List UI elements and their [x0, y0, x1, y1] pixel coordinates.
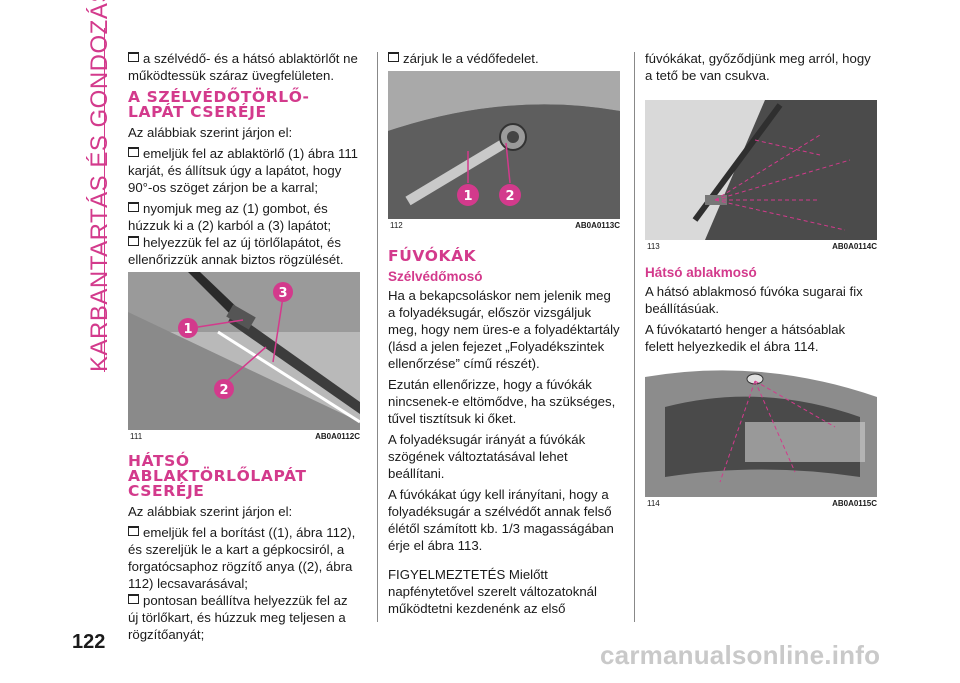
paragraph: A fúvókatartó henger a hátsóablak felett…	[645, 322, 846, 354]
svg-text:1: 1	[183, 322, 192, 337]
svg-text:3: 3	[278, 286, 287, 301]
figure-code: AB0A0113C	[575, 221, 620, 230]
bullet-item: nyomjuk meg az (1) gombot, és húzzuk ki …	[128, 200, 360, 234]
paragraph: a szélvédő- és a hátsó ablaktörlőt ne mű…	[128, 50, 360, 84]
windscreen-spray-illustration	[645, 100, 877, 240]
section-heading-nozzles: FÚVÓKÁK	[388, 247, 477, 265]
paragraph: Az alábbiak szerint járjon el:	[128, 125, 293, 140]
paragraph: A fúvókákat úgy kell irányítani, hogy a …	[388, 487, 614, 553]
figure-number: 111	[130, 432, 143, 441]
figure-caption: 112 AB0A0113C	[388, 221, 620, 235]
paragraph: A folyadéksugár irányát a fúvókák szögén…	[388, 432, 586, 481]
figure-number: 113	[647, 242, 660, 251]
figure-114: 114 AB0A0115C	[645, 367, 877, 513]
figure-caption: 114 AB0A0115C	[645, 499, 877, 513]
bullet-item: emeljük fel a borítást ((1), ábra 112), …	[128, 524, 360, 592]
svg-text:2: 2	[219, 383, 228, 398]
column-divider	[634, 52, 635, 622]
warning-paragraph: FIGYELMEZTETÉS Mielőtt napfénytetővel sz…	[388, 567, 597, 616]
figure-number: 114	[647, 499, 660, 508]
paragraph: A hátsó ablakmosó fúvóka sugarai fix beá…	[645, 284, 863, 316]
paragraph: Ezután ellenőrizze, hogy a fúvókák nincs…	[388, 377, 616, 426]
page-number: 122	[72, 631, 106, 653]
figure-caption: 113 AB0A0114C	[645, 242, 877, 256]
callout-badge	[178, 318, 198, 338]
figure-112: 1 2 112 AB0A0113C	[388, 71, 620, 235]
section-heading-rear-wiper: HÁTSÓ ABLAKTÖRLŐLAPÁT CSERÉJE	[128, 452, 307, 500]
rear-washer-illustration	[645, 367, 877, 497]
column-divider	[377, 52, 378, 622]
bullet-item: helyezzük fel az új törlőlapátot, és ell…	[128, 234, 360, 268]
section-heading-wiper-blade: A SZÉLVÉDŐTÖRLŐ-LAPÁT CSERÉJE	[128, 88, 310, 121]
callout-badge	[457, 184, 479, 206]
paragraph: Ha a bekapcsoláskor nem jelenik meg a fo…	[388, 288, 620, 371]
paragraph: Az alábbiak szerint járjon el:	[128, 504, 293, 519]
figure-number: 112	[390, 221, 403, 230]
column-1: a szélvédő- és a hátsó ablaktörlőt ne mű…	[128, 50, 360, 647]
bullet-item: emeljük fel az ablaktörlő (1) ábra 111 k…	[128, 146, 359, 195]
figure-caption: 111 AB0A0112C	[128, 432, 360, 446]
svg-text:1: 1	[463, 189, 472, 204]
svg-text:2: 2	[505, 189, 514, 204]
figure-code: AB0A0115C	[832, 499, 877, 508]
figure-code: AB0A0112C	[315, 432, 360, 441]
callout-badge	[214, 379, 234, 399]
paragraph: fúvókákat, győződjünk meg arról, hogy a …	[645, 51, 871, 83]
figure-113: 113 AB0A0114C	[645, 100, 877, 256]
watermark-text: carmanualsonline.info	[600, 640, 881, 670]
column-3: fúvókákat, győződjünk meg arról, hogy a …	[645, 50, 877, 513]
bullet-item: pontosan beállítva helyezzük fel az új t…	[128, 592, 360, 643]
figure-111: 1 3 2 111 AB0A0112C	[128, 272, 360, 446]
chapter-side-title: KARBANTARTÁS ÉS GONDOZÁS	[86, 0, 113, 372]
figure-code: AB0A0114C	[832, 242, 877, 251]
column-2: zárjuk le a védőfedelet. 1 2 112 AB0A011…	[388, 50, 620, 621]
chapter-side-rule	[104, 28, 105, 372]
wiper-blade-illustration: 1 3 2	[128, 272, 360, 430]
subheading-windscreen-washer: Szélvédőmosó	[388, 269, 483, 284]
callout-badge	[273, 282, 293, 302]
bullet-item: zárjuk le a védőfedelet.	[388, 50, 620, 67]
callout-badge	[499, 184, 521, 206]
rear-wiper-illustration: 1 2	[388, 71, 620, 219]
subheading-rear-washer: Hátsó ablakmosó	[645, 265, 757, 280]
